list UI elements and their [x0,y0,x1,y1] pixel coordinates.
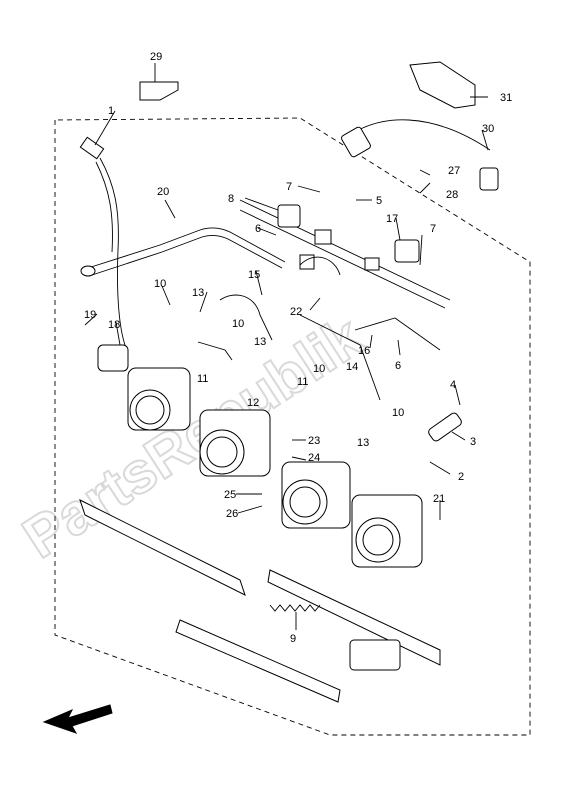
callout-15: 15 [248,269,260,281]
hose-14 [299,314,381,401]
sensor-1 [79,136,126,346]
callout-10a: 10 [154,278,166,290]
callout-5: 5 [376,195,382,207]
callout-21: 21 [433,493,445,505]
callout-22: 22 [290,306,302,318]
callout-16: 16 [358,345,370,357]
assembly-boundary [54,117,531,736]
throttle-body-2 [199,409,271,477]
callout-26: 26 [226,508,238,520]
callout-labels: 1 2 3 4 5 6 6 7 7 8 9 10 10 10 10 11 11 … [84,51,512,645]
pipe-20 [80,227,286,277]
callout-31: 31 [500,92,512,104]
hose-30 [341,119,499,191]
callout-6a: 6 [255,223,261,235]
callout-10b: 10 [232,318,244,330]
spring-9 [269,604,321,612]
callout-6b: 6 [395,360,401,372]
throttle-body-1 [127,367,191,431]
callout-23: 23 [308,435,320,447]
callout-28: 28 [446,189,458,201]
callout-12: 12 [247,397,259,409]
callout-4: 4 [450,379,456,391]
hose-6 [354,317,441,351]
leader-lines [84,63,489,630]
sensor-18 [97,344,129,372]
callout-3: 3 [470,436,476,448]
throttle-body-4 [351,494,423,568]
callout-30: 30 [482,123,494,135]
callout-11b: 11 [297,376,308,388]
hose-22 [299,256,341,276]
callout-7b: 7 [430,223,436,235]
watermark: PartsRepublik [12,304,375,571]
callout-29: 29 [150,51,162,63]
callout-13c: 13 [357,437,369,449]
hose-11 [197,341,233,361]
callout-8: 8 [228,193,234,205]
bracket-31 [409,61,476,109]
callout-18: 18 [108,319,120,331]
hose-15 [219,294,273,341]
callout-7a: 7 [286,181,292,193]
callout-13b: 13 [254,336,266,348]
callout-17: 17 [386,213,398,225]
callout-2: 2 [458,471,464,483]
callout-19: 19 [84,309,96,321]
injector-3 [428,412,462,442]
callout-9: 9 [290,633,296,645]
link-bar-upper [79,499,246,596]
callout-20: 20 [157,186,169,198]
callout-27: 27 [448,165,460,177]
callout-10c: 10 [313,363,325,375]
link-bar-bottom [175,619,341,703]
callout-13a: 13 [192,287,204,299]
front-arrow-icon [42,704,113,734]
callout-25: 25 [224,489,236,501]
callout-14: 14 [346,361,358,373]
callout-11a: 11 [197,373,208,385]
callout-24: 24 [308,452,320,464]
sensor-bracket-lower [349,639,401,671]
bracket-29 [139,81,179,101]
fuel-rail-8 [239,199,451,309]
callout-1: 1 [108,105,114,117]
throttle-body-3 [281,461,351,529]
callout-10d: 10 [392,407,404,419]
